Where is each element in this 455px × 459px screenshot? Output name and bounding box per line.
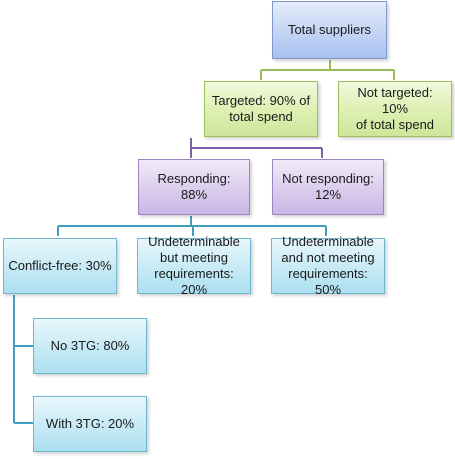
node-no-3tg: No 3TG: 80% (33, 318, 147, 374)
node-not-responding: Not responding: 12% (272, 159, 384, 215)
node-targeted: Targeted: 90% of total spend (204, 81, 318, 137)
connector-conflict-free-to-level5 (13, 295, 33, 424)
connector-targeted-to-level3 (190, 138, 323, 158)
connector-responding-to-level4 (57, 216, 327, 236)
node-not-targeted: Not targeted: 10% of total spend (338, 81, 452, 137)
node-with-3tg: With 3TG: 20% (33, 396, 147, 452)
node-undeterminable-meeting: Undeterminable but meeting requirements:… (137, 234, 251, 297)
node-total-suppliers: Total suppliers (272, 1, 387, 59)
node-undeterminable-not-meeting: Undeterminable and not meeting requireme… (271, 234, 385, 297)
connector-total-to-level2 (260, 60, 395, 80)
node-responding: Responding: 88% (138, 159, 250, 215)
node-conflict-free: Conflict-free: 30% (3, 238, 117, 294)
